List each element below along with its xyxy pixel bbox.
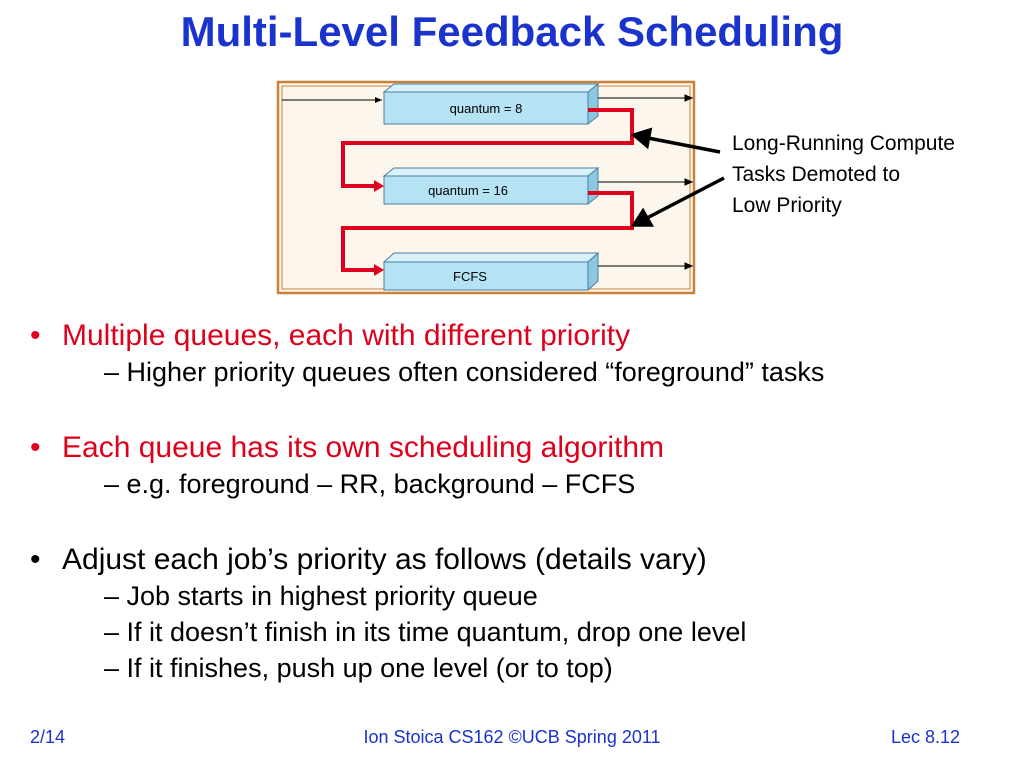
slide-title: Multi-Level Feedback Scheduling [180,8,844,55]
annotation-line: Low Priority [732,194,842,217]
sub-bullet: – Higher priority queues often considere… [104,357,825,387]
bullet-marker: • [30,319,41,352]
bullet-marker: • [30,431,41,464]
sub-bullet: – If it finishes, push up one level (or … [104,653,613,683]
bullet-item: • Multiple queues, each with different p… [30,318,1010,354]
footer-page-number: 2/14 [30,727,66,747]
queue-box-1: quantum = 8 [382,82,600,126]
sub-bullet: – If it doesn’t finish in its time quant… [104,617,747,647]
bullet-text: Multiple queues, each with different pri… [62,319,631,352]
queue-box-2: quantum = 16 [382,166,600,206]
queue-label-2: quantum = 16 [428,183,508,198]
mlfq-diagram: quantum = 8 quantum = 16 FCFS [276,80,725,295]
annotation-line: Long-Running Compute [732,132,955,155]
bullet-text: Adjust each job’s priority as follows (d… [62,543,707,576]
annotation-line: Tasks Demoted to [732,163,901,186]
footer-lecture: Lec 8.12 [890,727,960,747]
bullet-item: • Adjust each job’s priority as follows … [30,542,1010,578]
feedback-path [341,108,634,272]
annotation-arrows [630,127,725,227]
queue-label-3: FCFS [453,269,487,284]
bullet-marker: • [30,543,41,576]
bullet-item: • Each queue has its own scheduling algo… [30,430,1010,466]
sub-bullet: – e.g. foreground – RR, background – FCF… [104,469,636,499]
demotion-annotation: Long-Running Compute Tasks Demoted to Lo… [732,128,955,221]
queue-label-1: quantum = 8 [450,101,523,116]
sub-bullet: – Job starts in highest priority queue [104,581,538,611]
bullet-list: • Multiple queues, each with different p… [30,318,1010,686]
bullet-text: Each queue has its own scheduling algori… [62,431,665,464]
queue-box-3: FCFS [382,251,600,292]
footer-course: Ion Stoica CS162 ©UCB Spring 2011 [363,727,661,747]
